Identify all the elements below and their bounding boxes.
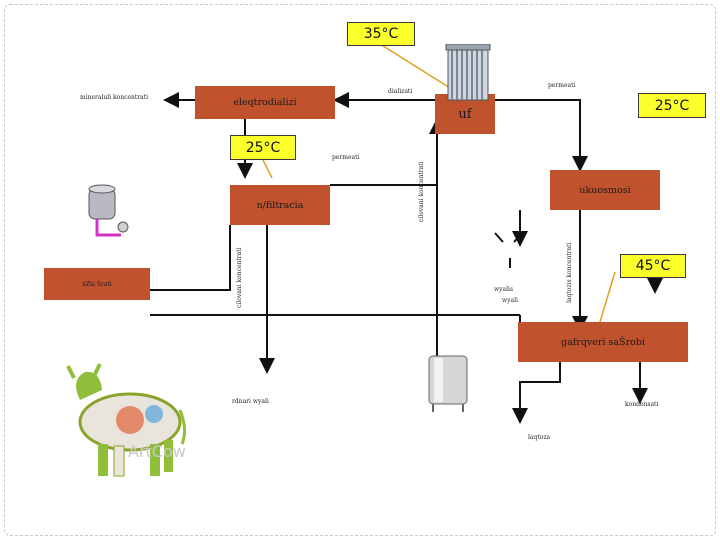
purified-water-label-2: wyali [502, 297, 518, 304]
evaporation-box: gafrqveri saŠrobi [518, 322, 688, 362]
slide-frame [4, 4, 716, 536]
temperature-label: 25°C [245, 139, 281, 156]
temperature-callout-right: 25°C [638, 93, 706, 118]
purified-water-label-1: wyalis [494, 286, 514, 293]
callout-hot [599, 271, 616, 323]
flow-permeate-top [495, 99, 588, 172]
cow-statue-icon [66, 363, 187, 477]
temperature-callout-top: 35°C [347, 22, 415, 46]
reverse-osmosis-box: ukuosmosi [550, 170, 660, 210]
box-label: uf [458, 106, 472, 122]
box-label: eleqtrodializi [233, 97, 297, 108]
box-label: gafrqveri saŠrobi [561, 336, 645, 348]
callout-top [379, 43, 451, 89]
demineralized-water-label: rdnari wyali [232, 398, 269, 405]
mineral-concentrate-label: mineraluli koncentrati [80, 94, 149, 101]
flow-whey-to-nf [150, 225, 231, 291]
evaporator-vessel-icon [428, 355, 468, 412]
box-label: n/filtracia [256, 199, 304, 211]
membrane-module-icon [445, 44, 491, 101]
temperature-label: 25°C [654, 97, 690, 114]
box-label: ukuosmosi [579, 184, 631, 196]
lactose-concentrate-label: laqtozis koncentrati [566, 242, 573, 303]
temperature-label: 35°C [363, 26, 399, 42]
electrodialysis-box: eleqtrodializi [195, 86, 335, 119]
nf-concentrate-label: cilovani koncentrati [236, 247, 243, 308]
temperature-callout-left: 25°C [230, 135, 296, 160]
water-spray-line-2 [513, 232, 523, 243]
temperature-label: 45°C [635, 258, 671, 274]
lactose-label: laqtoza [528, 434, 551, 441]
whey-box: xZis Sratì [44, 268, 150, 300]
ultrafiltration-box: uf [435, 94, 495, 134]
dialysate-label: dializati [388, 88, 413, 95]
watermark-text: ArtCow [128, 442, 186, 461]
nanofiltration-box: n/filtracia [230, 185, 330, 225]
callout-left [261, 157, 273, 179]
condensate-label: kondensati [625, 401, 659, 408]
permeate-mid-label: permeati [332, 154, 360, 161]
box-label: xZis Sratì [82, 280, 112, 288]
permeate-top-label: permeati [548, 82, 576, 89]
storage-tank-icon [88, 184, 129, 237]
water-spray-line-1 [494, 232, 504, 243]
temperature-callout-hot: 45°C [620, 254, 686, 278]
uf-concentrate-label: cilovani koncentrati [418, 161, 425, 222]
flow-lactose [512, 362, 561, 424]
